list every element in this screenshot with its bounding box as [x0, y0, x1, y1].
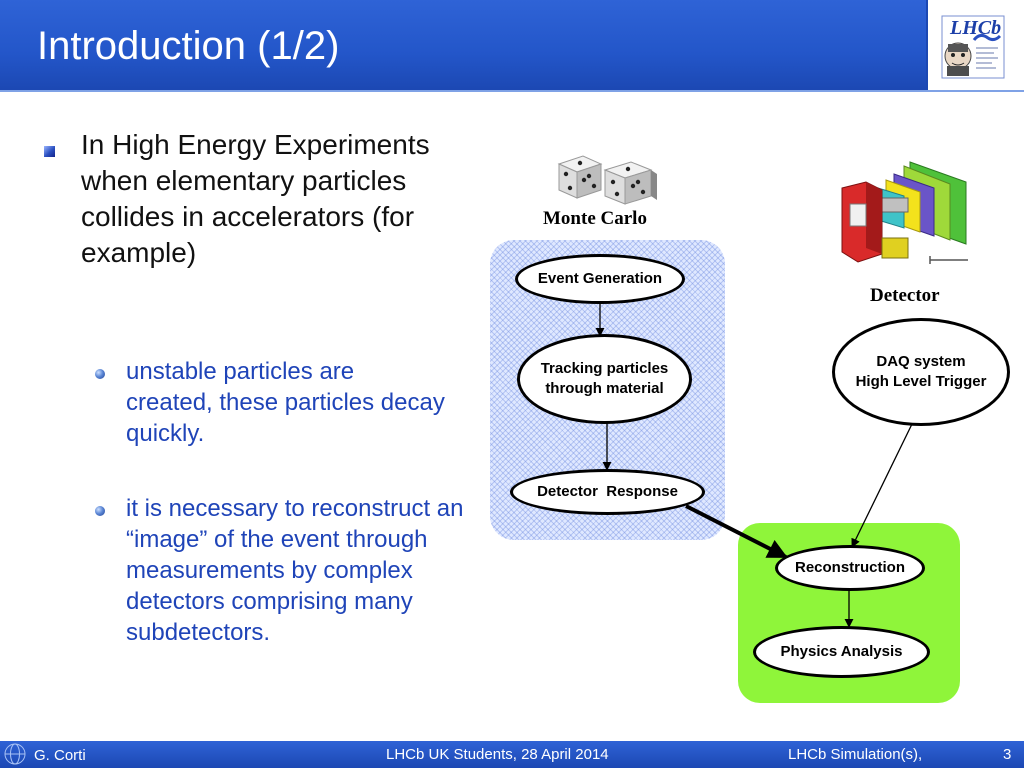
header-divider	[0, 90, 1024, 92]
lhcb-logo: LHCb	[926, 0, 1024, 90]
daq-node: DAQ system High Level Trigger	[832, 318, 1010, 426]
sub-bullet-text: it is necessary to reconstruct an “image…	[126, 495, 464, 646]
reconstruction-node: Reconstruction	[775, 545, 925, 591]
footer-event: LHCb UK Students, 28 April 2014	[386, 746, 609, 763]
arrow-response-to-reconstruction	[685, 504, 788, 559]
main-bullet-text: In High Energy Experiments when elementa…	[81, 129, 430, 268]
physics-analysis-label: Physics Analysis	[780, 643, 903, 660]
monte-carlo-label: Monte Carlo	[543, 208, 647, 229]
sub-bullet-marker	[95, 369, 105, 379]
slide-number: 3	[1003, 746, 1012, 763]
lhcb-logo-graphic: LHCb	[941, 15, 1005, 79]
sub-bullet-marker	[95, 506, 105, 516]
slide-header	[0, 0, 1024, 90]
daq-label-line1: DAQ system	[876, 353, 966, 370]
event-generation-label: Event Generation	[537, 270, 663, 287]
tracking-label-line1: Tracking particles	[540, 360, 669, 377]
bullet-marker	[44, 146, 55, 157]
globe-icon	[4, 743, 26, 765]
slide-footer	[0, 741, 1024, 768]
arrow-daq-to-reconstruction	[851, 423, 913, 548]
physics-analysis-node: Physics Analysis	[753, 626, 930, 678]
event-generation-node: Event Generation	[515, 254, 685, 304]
footer-topic: LHCb Simulation(s),	[788, 746, 923, 763]
detector-response-label: Detector Response	[537, 483, 678, 500]
detector-label: Detector	[870, 285, 940, 306]
slide-title: Introduction (1/2)	[37, 24, 340, 68]
tracking-label-line2: through material	[545, 380, 664, 397]
tracking-node: Tracking particles through material	[517, 334, 692, 424]
reconstruction-label: Reconstruction	[794, 559, 905, 576]
detector-image	[838, 152, 974, 270]
daq-label-line2: High Level Trigger	[855, 373, 987, 390]
sub-bullet-text: unstable particles are created, these pa…	[126, 358, 445, 447]
dice-icon	[557, 155, 657, 205]
logo-wordmark: LHCb	[949, 17, 1001, 39]
detector-response-node: Detector Response	[510, 469, 705, 515]
footer-author: G. Corti	[34, 747, 86, 764]
